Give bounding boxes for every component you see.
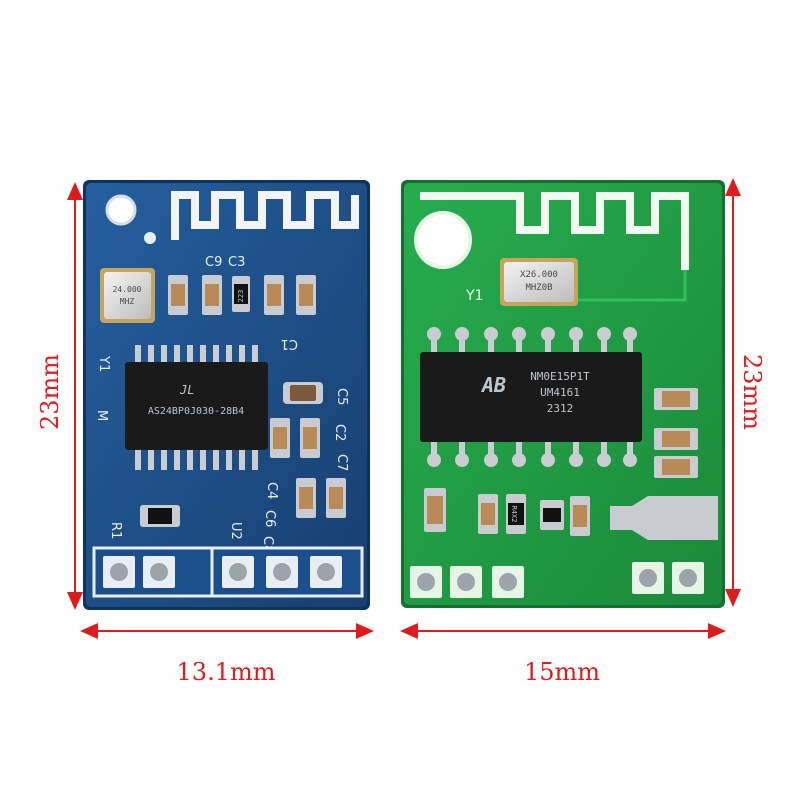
blue-right-components: [140, 382, 346, 527]
blue-crystal: 24.000 MHZ: [100, 268, 155, 323]
green-width-label: 15mm: [523, 658, 601, 686]
blue-main-chip: JL AS24BP0J030-28B4: [125, 345, 268, 470]
blue-crystal-line2: MHZ: [120, 297, 135, 306]
blue-chip-marking: AS24BP0J030-28B4: [148, 406, 244, 417]
left-height-label: 23mm: [36, 353, 64, 431]
blue-silk-y1: Y1: [96, 355, 111, 372]
green-chip-logo: AB: [480, 373, 506, 397]
green-pad-row: [410, 562, 704, 598]
blue-silk-c1: C1: [281, 336, 298, 351]
green-mounting-hole: [414, 211, 472, 269]
blue-top-components: 223: [168, 275, 316, 315]
blue-chip-logo: JL: [179, 383, 194, 397]
green-resistor-code: R4X2: [510, 506, 518, 523]
green-silk-y1: Y1: [465, 288, 483, 304]
blue-mounting-hole: [105, 194, 137, 226]
blue-silk-c5: C5: [334, 388, 349, 405]
blue-silk-m: M: [94, 410, 109, 421]
green-crystal-line1: X26.000: [520, 270, 558, 280]
green-crystal-line2: MHZ0B: [525, 283, 552, 293]
green-chip-marking-2: UM4161: [540, 386, 580, 399]
right-height-label: 23mm: [738, 353, 766, 431]
green-board: X26.000 MHZ0B Y1 AB NM0E15P1T: [401, 180, 725, 608]
blue-width-label: 13.1mm: [176, 658, 276, 686]
blue-silkscreen: C9 C3 C1 C5 C2 C7 C4 C6 C8 R1 U2 Y1 M: [94, 255, 349, 553]
green-antenna-trace: [420, 192, 689, 270]
blue-crystal-line1: 24.000: [113, 285, 142, 294]
green-right-components: R4X2: [424, 388, 718, 540]
blue-silk-r1: R1: [108, 522, 123, 539]
blue-silk-c3: C3: [228, 255, 245, 270]
blue-silk-c4: C4: [264, 482, 279, 499]
blue-board: 24.000 MHZ 223: [83, 180, 370, 610]
green-chip-marking-3: 2312: [547, 402, 574, 415]
blue-pad-row: [92, 546, 364, 598]
blue-resistor-code: 223: [237, 290, 245, 303]
blue-antenna-trace: [171, 191, 359, 240]
green-crystal: X26.000 MHZ0B: [500, 258, 578, 306]
blue-silk-u2: U2: [228, 522, 243, 540]
green-chip-marking-1: NM0E15P1T: [530, 370, 590, 383]
green-main-chip: AB NM0E15P1T UM4161 2312: [420, 327, 642, 467]
blue-silk-c2: C2: [332, 424, 347, 441]
blue-silk-c7: C7: [334, 454, 349, 471]
blue-silk-c9: C9: [205, 255, 222, 270]
blue-silk-c6: C6: [262, 510, 277, 527]
